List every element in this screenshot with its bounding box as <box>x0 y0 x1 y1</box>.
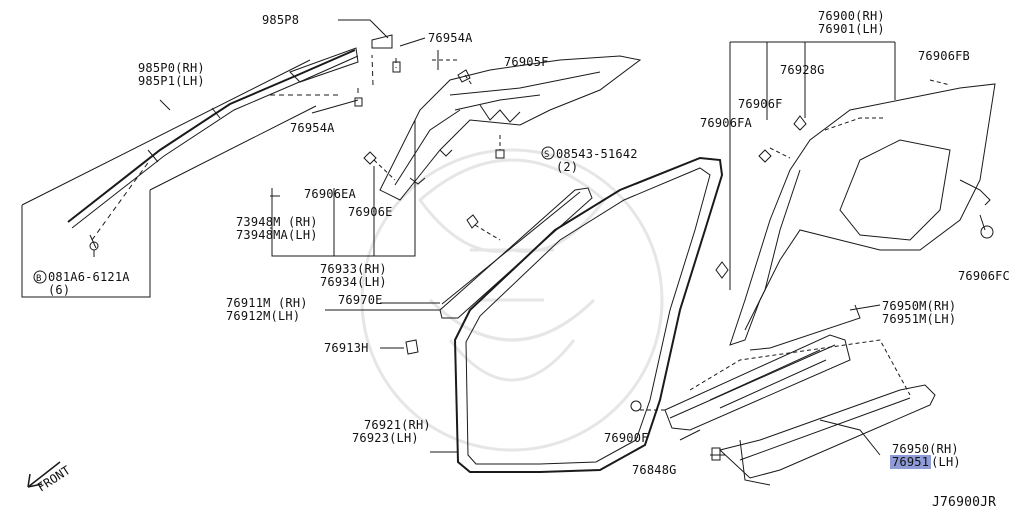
screw-symbol: S <box>544 150 549 160</box>
label-76954a-mid: 76954A <box>290 121 335 135</box>
label-76921: 76921(RH) <box>364 418 431 432</box>
pillar-trim <box>271 50 642 257</box>
diagram-code: J76900JR <box>932 495 997 510</box>
label-081a6-qty: (6) <box>48 283 71 297</box>
label-76934: 76934(LH) <box>320 275 387 289</box>
label-76923: 76923(LH) <box>352 431 419 445</box>
kick-plate <box>630 304 936 486</box>
quarter-trim <box>715 41 996 346</box>
circle-symbols <box>33 146 555 284</box>
label-985p1: 985P1(LH) <box>138 74 205 88</box>
label-76951-highlight: 76951 <box>890 455 932 469</box>
label-76950m: 76950M(RH) <box>882 299 957 313</box>
label-76951m: 76951M(LH) <box>882 312 957 326</box>
label-76911m: 76911M (RH) <box>226 296 308 310</box>
curtain-airbag-box <box>21 19 426 298</box>
label-081a6: 081A6-6121A <box>48 270 130 284</box>
label-08543: 08543-51642 <box>556 147 638 161</box>
pillar-strip <box>325 187 593 355</box>
label-76933: 76933(RH) <box>320 262 387 276</box>
label-985p8: 985P8 <box>262 13 300 27</box>
label-76900f: 76900F <box>604 431 649 445</box>
label-73948ma: 73948MA(LH) <box>236 228 318 242</box>
label-76906f: 76906F <box>738 97 783 111</box>
label-76950: 76950(RH) <box>892 442 959 456</box>
label-76954a-top: 76954A <box>428 31 473 45</box>
label-76900: 76900(RH) <box>818 9 885 23</box>
watermark-emblem <box>360 148 664 452</box>
label-76906fa: 76906FA <box>700 116 752 130</box>
label-985p0: 985P0(RH) <box>138 61 205 75</box>
leader-lines <box>270 195 881 456</box>
label-76906fc: 76906FC <box>958 269 1010 283</box>
label-73948m: 73948M (RH) <box>236 215 318 229</box>
label-76906ea: 76906EA <box>304 187 356 201</box>
label-76901: 76901(LH) <box>818 22 885 36</box>
front-arrow <box>27 461 61 488</box>
label-76951: 76951(LH) <box>890 455 961 469</box>
label-76848g: 76848G <box>632 463 677 477</box>
label-76928g: 76928G <box>780 63 825 77</box>
label-76912m: 76912M(LH) <box>226 309 301 323</box>
weatherstrip <box>430 156 724 473</box>
screw-symbol-circle <box>541 146 555 160</box>
label-76913h: 76913H <box>324 341 369 355</box>
label-08543-qty: (2) <box>556 160 579 174</box>
label-76906e: 76906E <box>348 205 393 219</box>
front-label: FRONT <box>35 463 73 494</box>
label-76951-suffix: (LH) <box>931 455 961 469</box>
bolt-symbol-circle <box>33 270 47 284</box>
label-76906fb: 76906FB <box>918 49 970 63</box>
label-76905f: 76905F <box>504 55 549 69</box>
label-76970e: 76970E <box>338 293 383 307</box>
bolt-symbol: B <box>36 274 41 284</box>
